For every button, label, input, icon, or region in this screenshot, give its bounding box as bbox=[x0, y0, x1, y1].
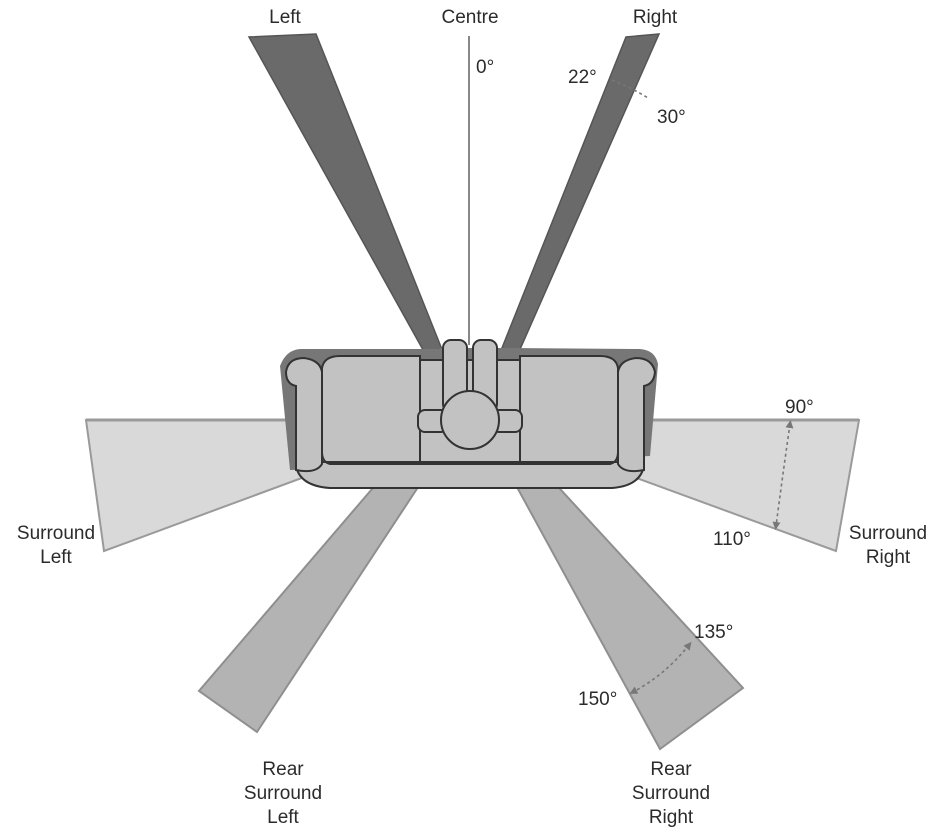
label-left: Left bbox=[269, 7, 301, 28]
arc-surround-right-range bbox=[772, 420, 794, 530]
left-speaker-beam bbox=[247, 33, 449, 367]
angle-90: 90° bbox=[785, 397, 814, 418]
sofa-arm-right bbox=[617, 356, 657, 473]
label-rear-surround-left-line1: Rear bbox=[262, 759, 304, 780]
arc-front-right-range bbox=[611, 79, 649, 99]
label-rear-surround-right-line2: Surround bbox=[631, 783, 711, 804]
angle-110: 110° bbox=[713, 529, 751, 550]
rear-surround-left-beam bbox=[197, 470, 431, 734]
label-rear-surround-left-line2: Surround bbox=[243, 783, 323, 804]
sofa-arm-left bbox=[284, 356, 323, 473]
sofa-cushion-left bbox=[321, 355, 421, 465]
rear-surround-right-beam bbox=[510, 477, 745, 751]
arc-rear-right-range bbox=[629, 641, 692, 694]
label-surround-right-line1: Surround bbox=[848, 523, 928, 544]
label-right: Right bbox=[632, 7, 678, 28]
label-rear-surround-left-line3: Left bbox=[267, 807, 299, 828]
sofa-cushion-right bbox=[519, 355, 619, 465]
label-surround-right-line2: Right bbox=[865, 547, 911, 568]
label-surround-left: Surround Left bbox=[0, 522, 112, 570]
label-surround-right: Surround Right bbox=[834, 522, 942, 570]
label-centre: Centre bbox=[441, 7, 499, 28]
angle-135: 135° bbox=[694, 622, 734, 643]
label-surround-left-line2: Left bbox=[40, 547, 72, 568]
listener-head bbox=[440, 390, 500, 450]
angle-150: 150° bbox=[578, 689, 618, 710]
label-rear-surround-right: Rear Surround Right bbox=[616, 758, 726, 830]
surround-left-beam bbox=[84, 419, 320, 553]
label-surround-left-line1: Surround bbox=[16, 523, 96, 544]
label-rear-surround-right-line3: Right bbox=[648, 807, 694, 828]
angle-30: 30° bbox=[657, 107, 686, 128]
angle-22: 22° bbox=[568, 67, 597, 88]
angle-0: 0° bbox=[476, 57, 495, 78]
label-rear-surround-right-line1: Rear bbox=[650, 759, 692, 780]
label-rear-surround-left: Rear Surround Left bbox=[228, 758, 338, 830]
